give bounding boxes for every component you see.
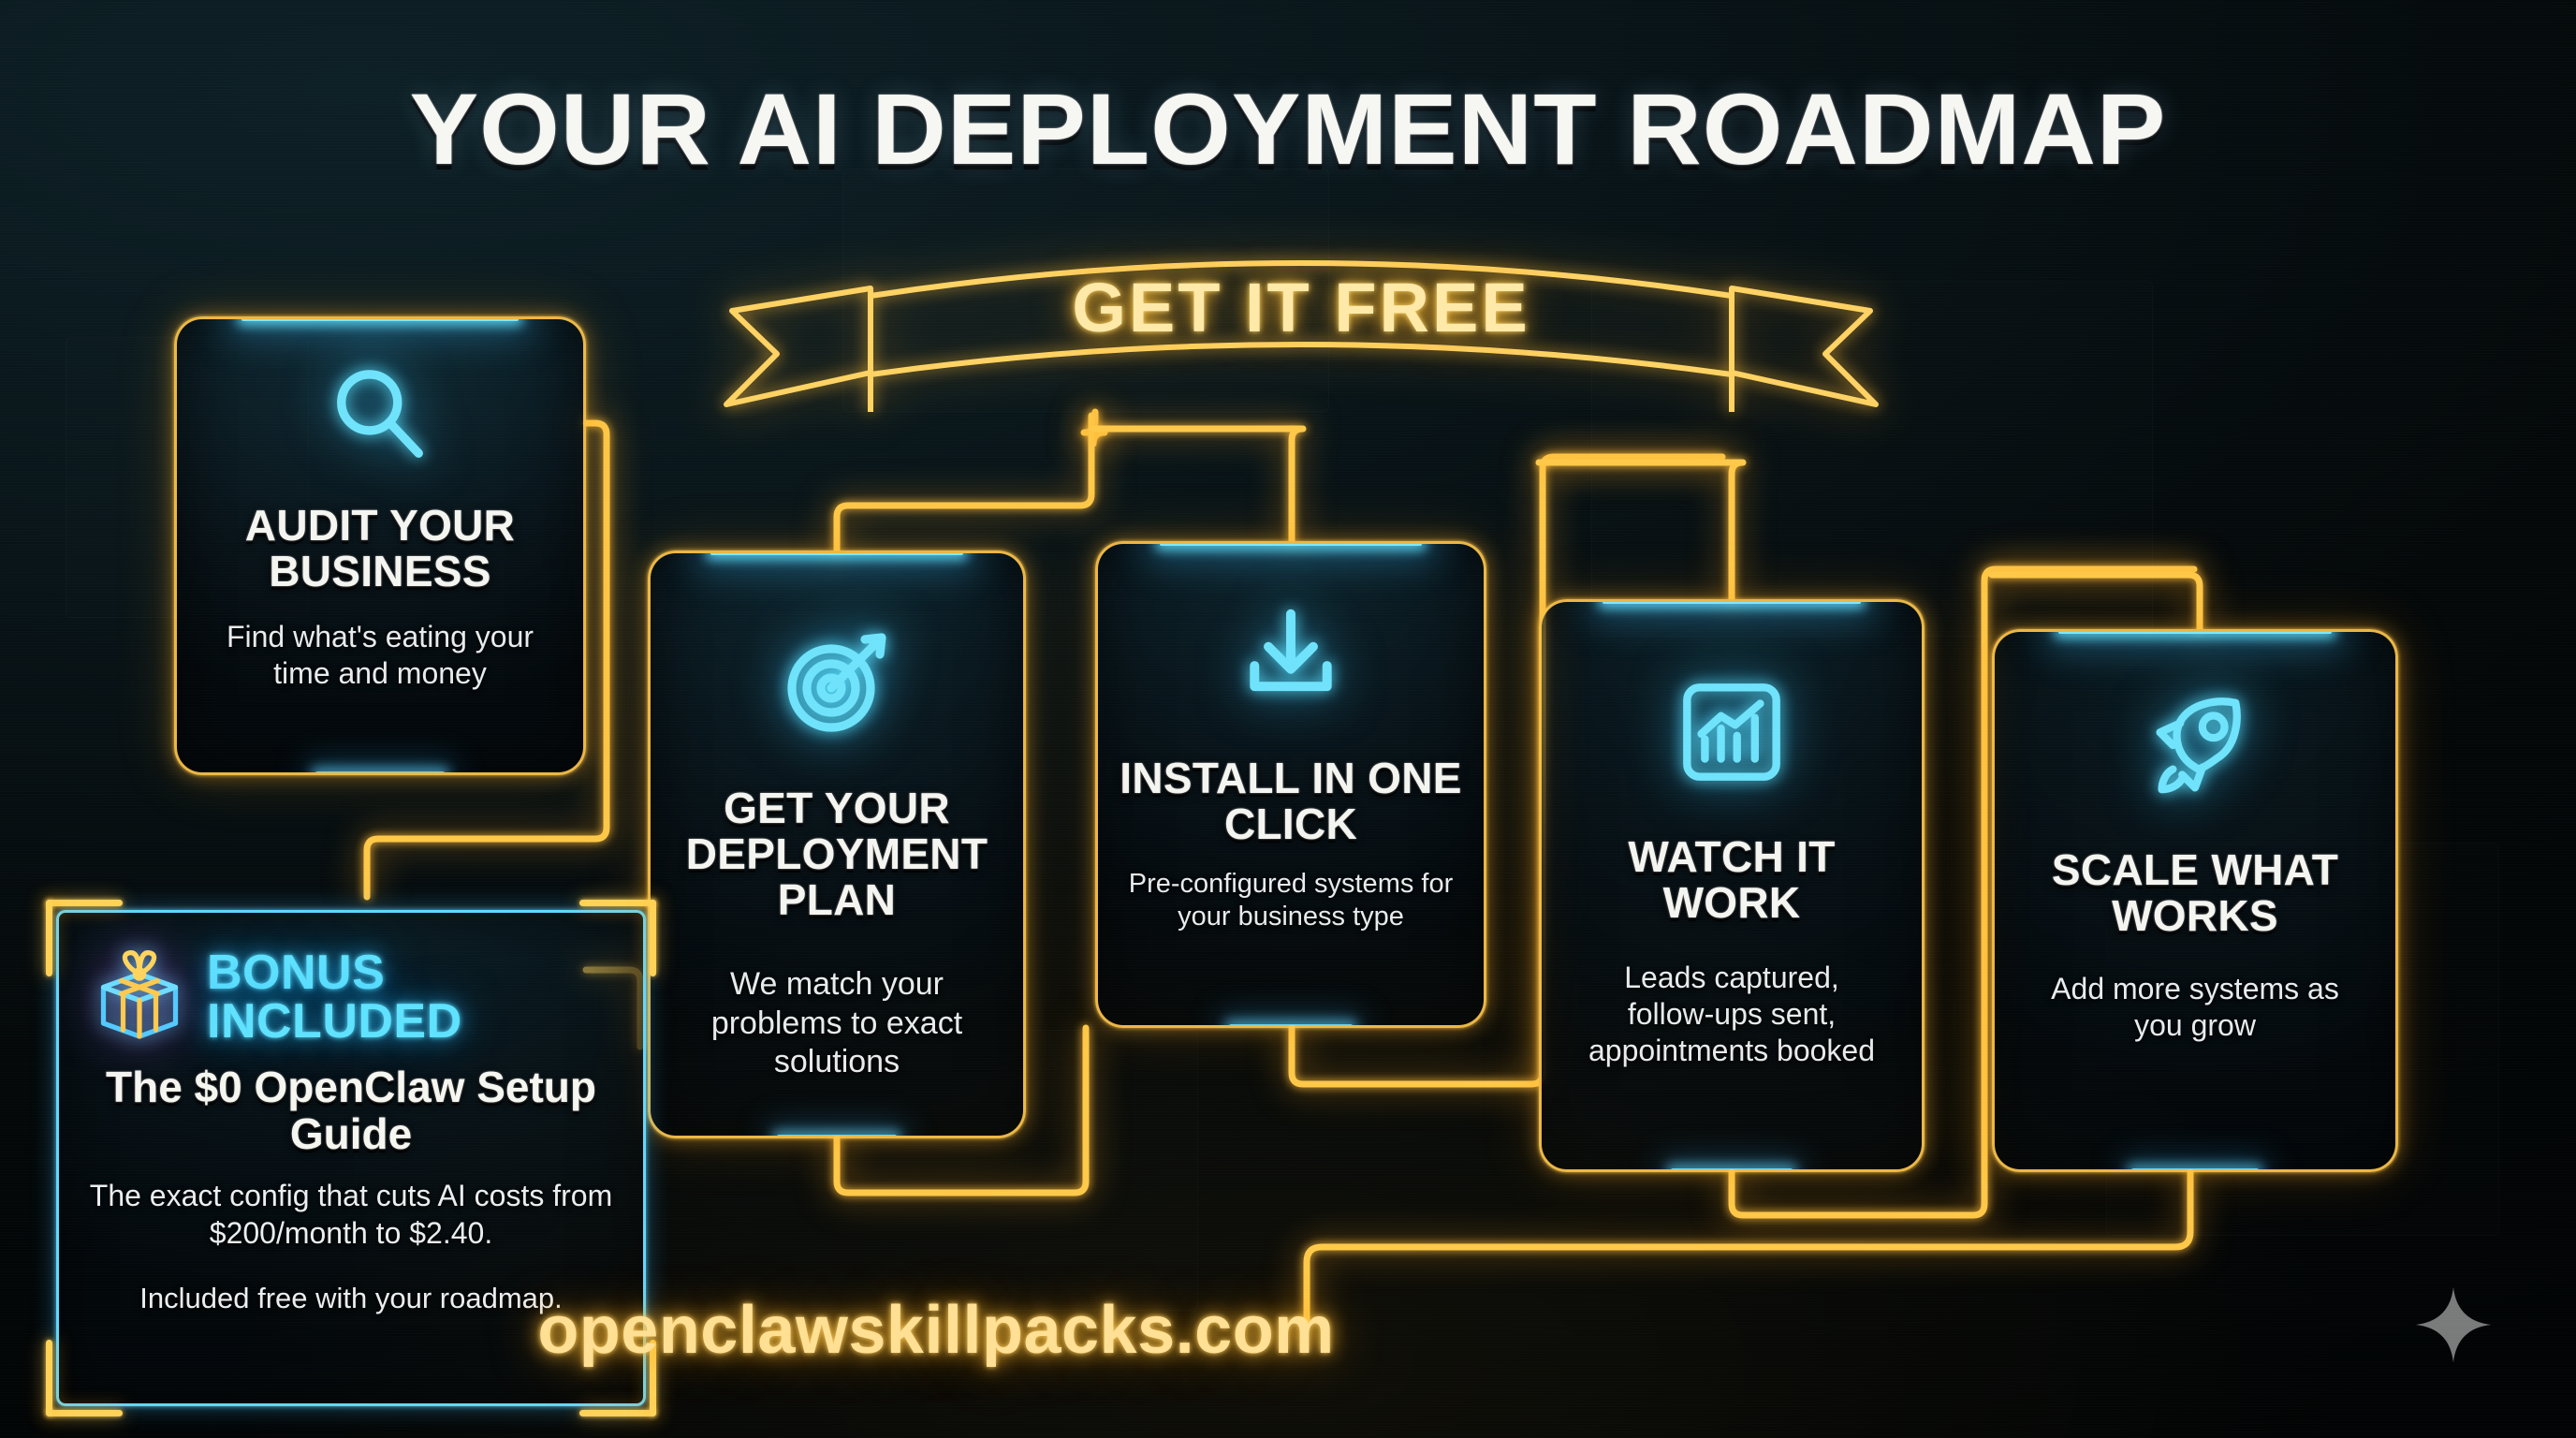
banner-label: GET IT FREE	[1072, 269, 1530, 346]
bonus-description: The exact config that cuts AI costs from…	[89, 1179, 613, 1251]
download-icon	[1236, 600, 1346, 711]
step-title: AUDIT YOUR BUSINESS	[244, 501, 516, 595]
website-url[interactable]: openclawskillpacks.com	[537, 1293, 1335, 1368]
step-subtitle: Find what's eating your time and money	[226, 619, 534, 690]
bonus-label: BONUS INCLUDED	[207, 946, 462, 1049]
bar-chart-trend-icon	[1675, 675, 1789, 789]
bonus-title: The $0 OpenClaw Setup Guide	[106, 1063, 596, 1158]
step-title: GET YOUR DEPLOYMENT PLAN	[685, 784, 988, 924]
target-arrow-icon	[777, 623, 897, 742]
magnifier-icon	[324, 359, 436, 471]
rocket-icon	[2136, 688, 2254, 806]
step-subtitle: Leads captured, follow-ups sent, appoint…	[1588, 960, 1875, 1067]
step-card-audit-your-business[interactable]: AUDIT YOUR BUSINESS Find what's eating y…	[174, 316, 586, 775]
step-title: SCALE WHAT WORKS	[2051, 845, 2339, 940]
gift-box-icon	[87, 945, 192, 1049]
step-subtitle: Add more systems as you grow	[2051, 971, 2339, 1042]
step-card-scale-what-works[interactable]: SCALE WHAT WORKS Add more systems as you…	[1992, 629, 2398, 1172]
get-it-free-banner: GET IT FREE	[711, 234, 1891, 412]
corner-bracket-icon	[46, 900, 123, 976]
step-card-install-in-one-click[interactable]: INSTALL IN ONE CLICK Pre-configured syst…	[1095, 541, 1486, 1028]
corner-bracket-icon	[579, 1340, 656, 1416]
four-point-sparkle-icon	[2413, 1284, 2494, 1365]
step-subtitle: We match your problems to exact solution…	[710, 966, 963, 1080]
step-title: INSTALL IN ONE CLICK	[1120, 754, 1462, 848]
bonus-header: BONUS INCLUDED	[87, 945, 615, 1049]
page-title: YOUR AI DEPLOYMENT ROADMAP	[409, 72, 2167, 185]
bonus-included-box[interactable]: BONUS INCLUDED The $0 OpenClaw Setup Gui…	[46, 900, 656, 1416]
step-subtitle: Pre-configured systems for your business…	[1128, 868, 1454, 932]
step-card-watch-it-work[interactable]: WATCH IT WORK Leads captured, follow-ups…	[1539, 599, 1925, 1172]
step-card-get-your-deployment-plan[interactable]: GET YOUR DEPLOYMENT PLAN We match your p…	[648, 550, 1026, 1138]
bonus-note: Included free with your roadmap.	[139, 1281, 563, 1314]
step-title: WATCH IT WORK	[1628, 832, 1836, 927]
corner-bracket-icon	[46, 1340, 123, 1416]
corner-bracket-icon	[579, 900, 656, 976]
